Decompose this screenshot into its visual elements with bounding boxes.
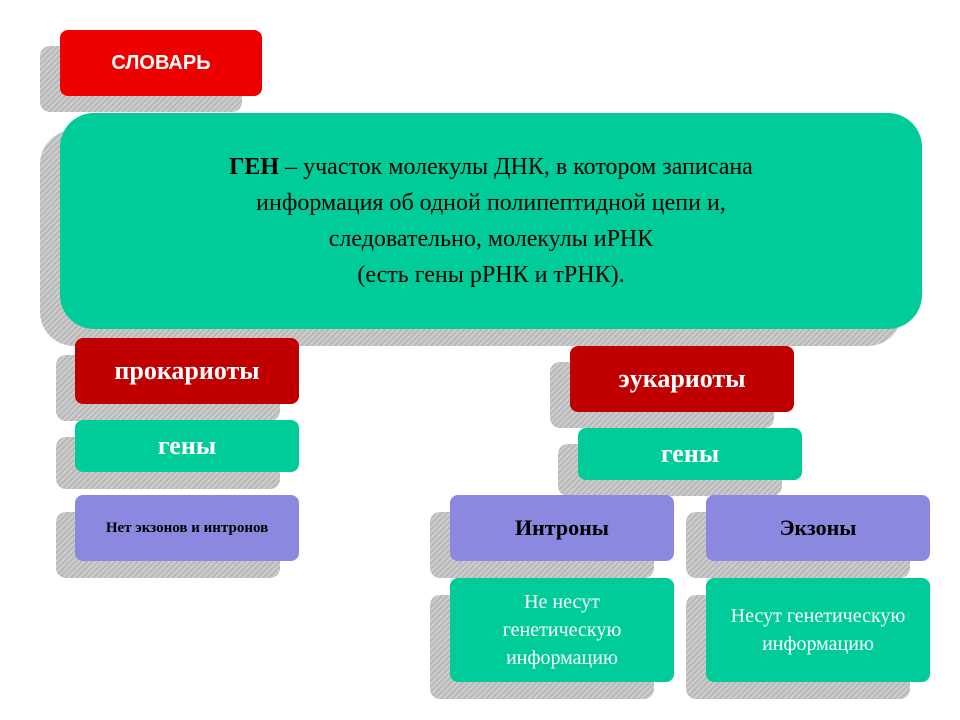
definition-line-3: следовательно, молекулы иРНК [328, 226, 654, 252]
prokaryotes-genes: гены [75, 420, 299, 472]
introns-title: Интроны [450, 495, 674, 561]
definition-line-1-text: – участок молекулы ДНК, в котором записа… [279, 154, 753, 180]
definition-box: ГЕН – участок молекулы ДНК, в котором за… [60, 113, 922, 329]
exons-title: Экзоны [706, 495, 930, 561]
prokaryotes-genes-text: гены [157, 431, 217, 460]
prokaryotes-note: Нет экзонов и интронов [75, 495, 299, 561]
definition-line-4: (есть гены рРНК и тРНК). [357, 262, 625, 288]
definition-term: ГЕН [229, 154, 280, 180]
introns-desc-text: Не несут генетическую информацию [502, 591, 622, 669]
eukaryotes-title: эукариоты [570, 346, 794, 412]
introns-title-text: Интроны [515, 515, 609, 540]
eukaryotes-genes: гены [578, 428, 802, 480]
vocab-label-text: СЛОВАРЬ [111, 51, 211, 74]
definition-line-1: ГЕН – участок молекулы ДНК, в котором за… [229, 149, 753, 185]
prokaryotes-title-text: прокариоты [114, 356, 260, 385]
exons-title-text: Экзоны [779, 515, 857, 540]
introns-desc: Не несут генетическую информацию [450, 578, 674, 682]
eukaryotes-genes-text: гены [660, 439, 720, 468]
prokaryotes-note-text: Нет экзонов и интронов [105, 520, 269, 536]
exons-desc: Несут генетическую информацию [706, 578, 930, 682]
exons-desc-text: Несут генетическую информацию [730, 605, 906, 655]
prokaryotes-title: прокариоты [75, 338, 299, 404]
vocab-label: СЛОВАРЬ [60, 30, 262, 96]
definition-line-2: информация об одной полипептидной цепи и… [256, 190, 726, 216]
eukaryotes-title-text: эукариоты [618, 364, 746, 393]
